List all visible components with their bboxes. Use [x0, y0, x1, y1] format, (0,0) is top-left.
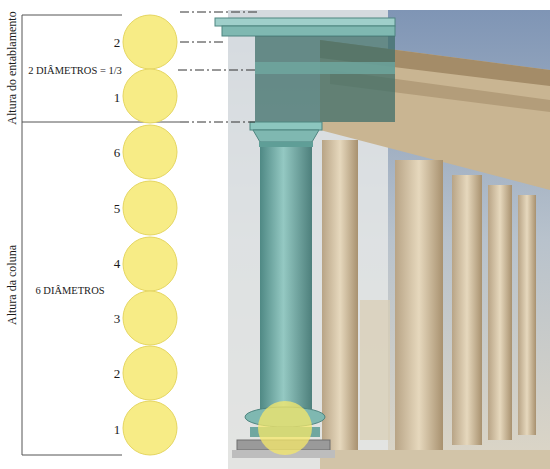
proportion-note: 6 DIÂMETROS [35, 286, 104, 297]
section-label: Altura da coluna [6, 245, 18, 325]
callout-number: 3 [114, 312, 121, 325]
callout-number: 2 [114, 367, 121, 380]
section-label: Altura do entablamento [6, 11, 18, 124]
callout-number: 1 [114, 91, 121, 104]
proportion-note: 2 DIÂMETROS = 1/3 [28, 66, 122, 77]
callout-number: 6 [114, 146, 121, 159]
callout-number: 4 [114, 257, 121, 270]
callout-number: 1 [114, 423, 121, 436]
callout-number: 2 [114, 36, 121, 49]
callout-number: 5 [114, 202, 121, 215]
